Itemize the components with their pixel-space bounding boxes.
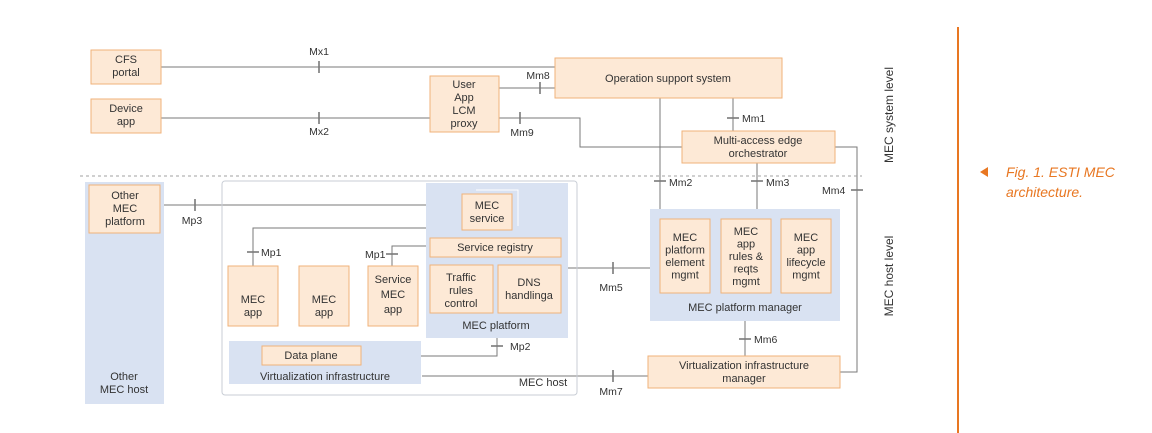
- other-mec-platform-box: [88, 184, 161, 234]
- operation-support-system-label: Operation support system: [605, 73, 731, 85]
- mm4-label: Mm4: [822, 185, 845, 197]
- mec-host-container: [221, 180, 578, 396]
- mm6-label: Mm6: [754, 334, 777, 346]
- mp1-app-line: [252, 227, 426, 266]
- service-mec-app-box: [367, 265, 419, 327]
- service-registry-box: [429, 237, 562, 258]
- mec-app-2-box: [298, 265, 350, 327]
- mec-platform-label: MEC platform: [462, 320, 529, 332]
- mec-service-shadow: [476, 189, 519, 226]
- user-app-lcm-proxy-box: [429, 75, 500, 133]
- caption-text: Fig. 1. ESTI MEC architecture.: [1006, 164, 1115, 200]
- caption-arrow-icon: [980, 167, 988, 177]
- mm1-label: Mm1: [742, 113, 765, 125]
- data-plane-label: Data plane: [284, 350, 337, 362]
- traffic-rules-control-box: [429, 264, 494, 314]
- app-rules-reqts-mgmt-box: [720, 218, 772, 294]
- host-level-label: MEC host level: [882, 236, 896, 317]
- virtualization-infrastructure-label: Virtualization infrastructure: [260, 371, 390, 383]
- mp3-label: Mp3: [182, 215, 203, 227]
- mx1-label: Mx1: [309, 46, 329, 58]
- virtualization-infrastructure-manager-box: [647, 355, 841, 389]
- mm9-label: Mm9: [510, 127, 533, 139]
- data-plane-box: [261, 345, 362, 366]
- mm7-label: Mm7: [599, 386, 622, 398]
- mp2-label: Mp2: [510, 341, 531, 353]
- mp1-service-label: Mp1: [365, 249, 386, 261]
- mx2-label: Mx2: [309, 126, 329, 138]
- system-level-label: MEC system level: [882, 67, 896, 163]
- reference-point-ticks: [194, 61, 863, 382]
- mm2-label: Mm2: [669, 177, 692, 189]
- multi-access-edge-orchestrator-box: [681, 130, 836, 164]
- mm9-line: [499, 117, 682, 148]
- mec-platform-manager-label: MEC platform manager: [688, 302, 802, 314]
- mm5-label: Mm5: [599, 282, 622, 294]
- service-registry-label: Service registry: [457, 242, 533, 254]
- mec-app-1-box: [227, 265, 279, 327]
- operation-support-system-box: [554, 57, 783, 99]
- app-lifecycle-mgmt-box: [780, 218, 832, 294]
- device-app-box: [90, 98, 162, 134]
- mec-service-box: [461, 193, 513, 231]
- dns-handling-box: [497, 264, 562, 314]
- mp1-app-label: Mp1: [261, 247, 282, 259]
- mm8-label: Mm8: [526, 70, 549, 82]
- platform-element-mgmt-box: [659, 218, 711, 294]
- caption-separator: [957, 27, 959, 433]
- mec-host-label: MEC host: [519, 377, 567, 389]
- mm4-line: [835, 146, 858, 373]
- mp1-service-line: [391, 245, 430, 266]
- cfs-portal-box: [90, 49, 162, 85]
- mm3-label: Mm3: [766, 177, 789, 189]
